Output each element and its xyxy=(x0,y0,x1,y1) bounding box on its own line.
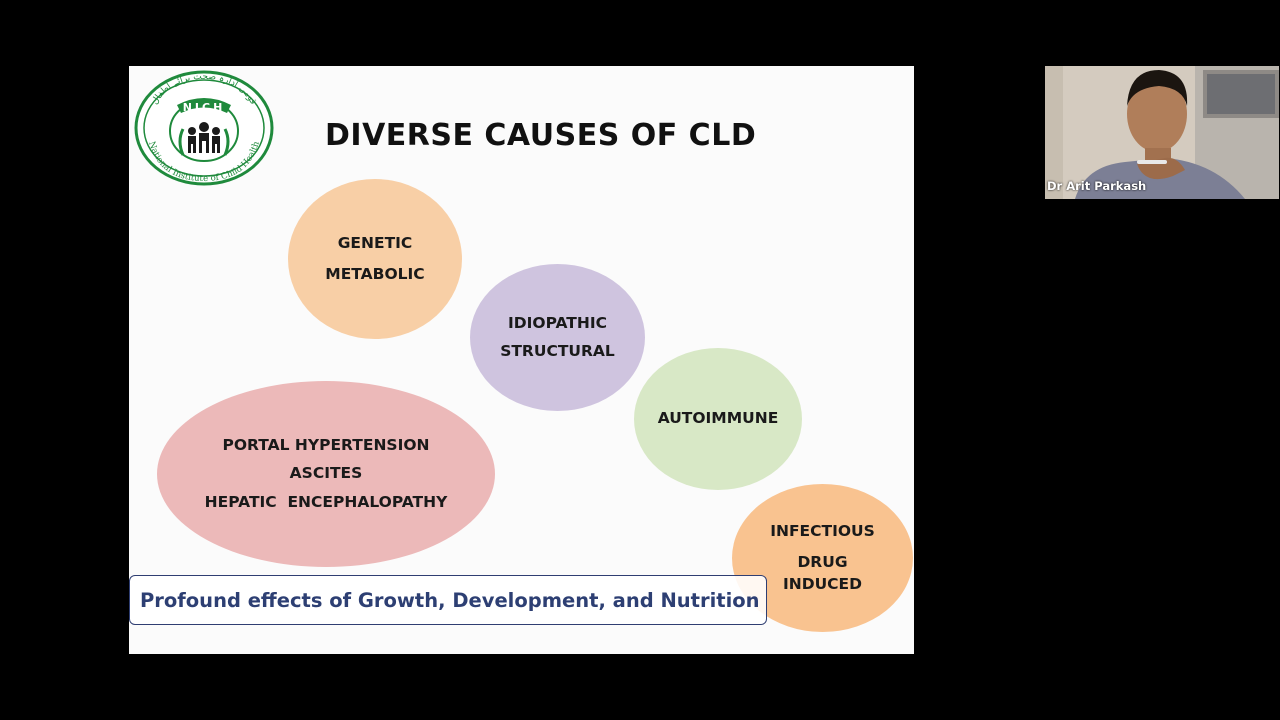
bubble-idiopathic-structural: IDIOPATHIC STRUCTURAL xyxy=(470,264,645,411)
svg-text:NICH: NICH xyxy=(183,101,226,114)
participant-video-tile[interactable]: Dr Arit Parkash xyxy=(1045,66,1279,199)
bubble-label: AUTOIMMUNE xyxy=(657,409,779,428)
bubble-label: METABOLIC xyxy=(325,265,425,283)
bubble-infectious-drug-induced: INFECTIOUS DRUG INDUCED xyxy=(732,484,913,632)
bubble-genetic-metabolic: GENETIC METABOLIC xyxy=(288,179,462,339)
slide-title: DIVERSE CAUSES OF CLD xyxy=(325,118,757,153)
bubble-portal-hypertension: PORTAL HYPERTENSION ASCITES HEPATIC ENCE… xyxy=(157,381,495,567)
bubble-label: INFECTIOUS xyxy=(770,521,875,540)
bubble-label: HEPATIC ENCEPHALOPATHY xyxy=(204,492,448,511)
bubble-label: INDUCED xyxy=(782,574,863,593)
bubble-label: STRUCTURAL xyxy=(500,342,615,360)
summary-banner: Profound effects of Growth, Development,… xyxy=(129,575,767,625)
bubble-label: GENETIC xyxy=(337,233,413,252)
bubble-autoimmune: AUTOIMMUNE xyxy=(634,348,802,490)
participant-name: Dr Arit Parkash xyxy=(1047,179,1147,193)
bubble-label: DRUG xyxy=(797,553,848,572)
bubble-label: PORTAL HYPERTENSION xyxy=(222,435,430,454)
bubble-label: IDIOPATHIC xyxy=(508,313,607,332)
presentation-slide: NICH National Institute of Child Health … xyxy=(129,66,914,654)
nich-logo: NICH National Institute of Child Health … xyxy=(134,70,274,186)
bubble-label: ASCITES xyxy=(289,464,363,483)
participant-video-frame xyxy=(1045,66,1279,199)
